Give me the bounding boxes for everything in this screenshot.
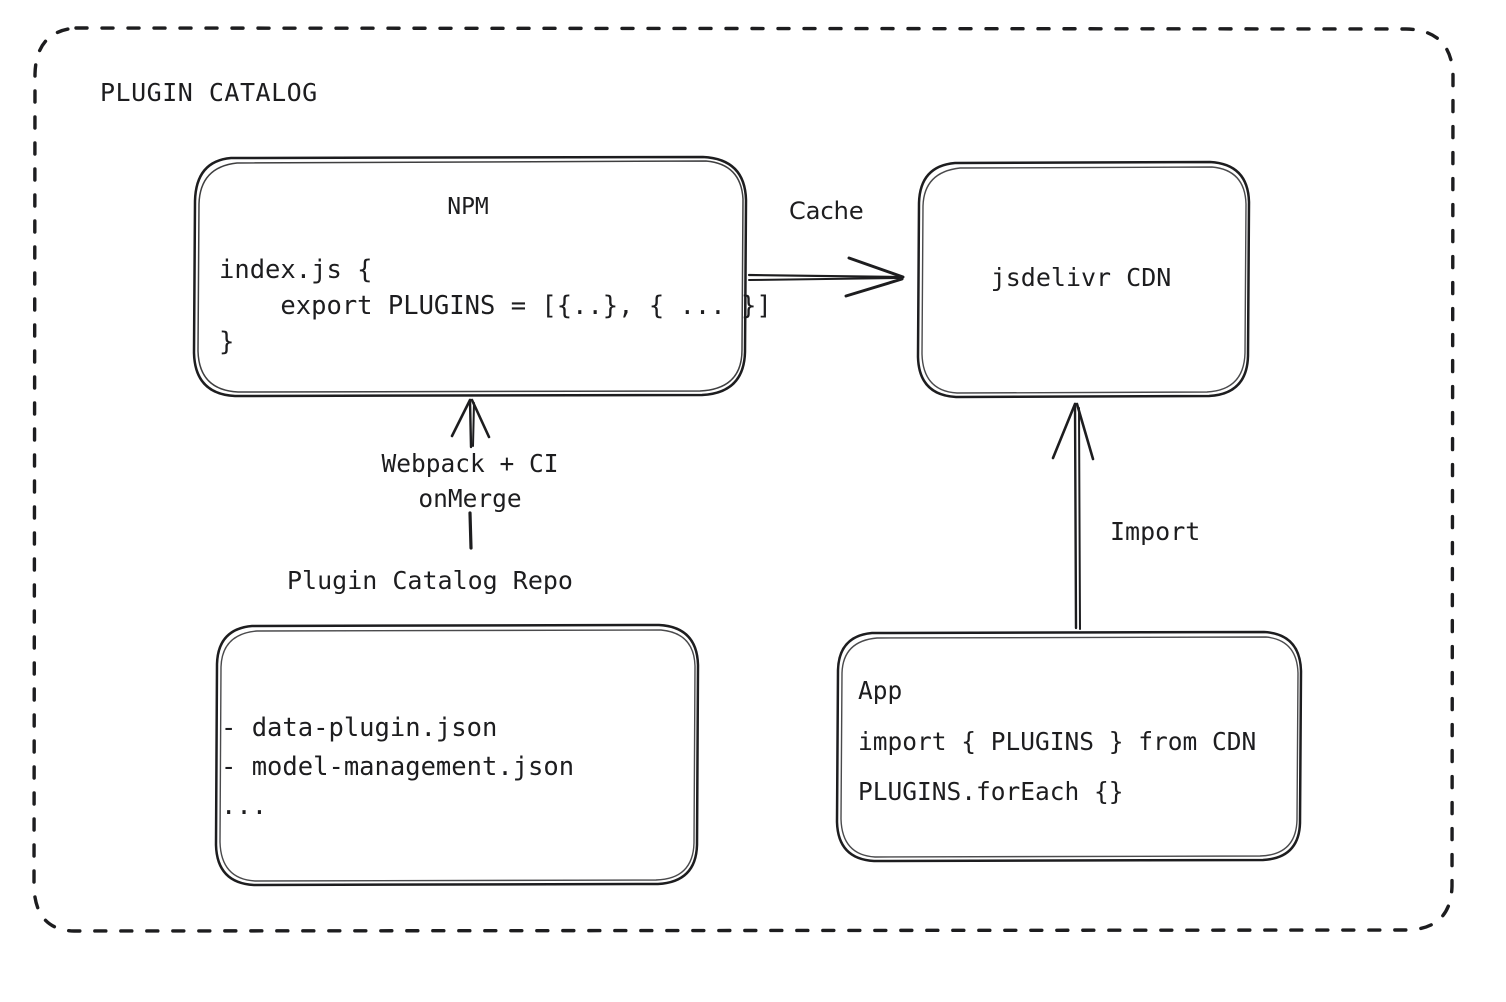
repo-node-caption: Plugin Catalog Repo [287,566,573,595]
repo-list-item-1: - data-plugin.json [221,713,498,743]
cdn-node-title: jsdelivr CDN [990,263,1172,292]
app-code-line-3: PLUGINS.forEach {} [858,777,1124,806]
build-edge-label-line-2: onMerge [418,483,522,513]
import-edge-label: Import [1110,517,1201,546]
cache-edge-label: Cache [789,197,864,225]
repo-list-item-3: ... [221,791,268,821]
repo-node-list: - data-plugin.json - model-management.jso… [221,709,574,826]
build-edge-label: Webpack + CI onMerge [372,447,568,517]
npm-node-title: NPM [447,194,489,220]
app-code-line-2: import { PLUGINS } from CDN [858,726,1257,756]
repo-list-item-2: - model-management.json [221,752,575,782]
cache-arrow [747,256,905,298]
npm-code-line-3: } [219,327,235,358]
app-code-line-1: App [858,676,903,705]
build-edge-label-line-1: Webpack + CI [381,449,559,478]
npm-code-line-1: index.js { [219,255,373,285]
npm-code-line-2: export PLUGINS = [{..}, { ... }] [219,291,772,322]
npm-node-code: index.js { export PLUGINS = [{..}, { ...… [219,252,772,361]
group-title: PLUGIN CATALOG [100,78,318,107]
import-arrow [1051,402,1095,630]
app-node-code: App import { PLUGINS } from CDN PLUGINS.fo… [858,676,1257,806]
